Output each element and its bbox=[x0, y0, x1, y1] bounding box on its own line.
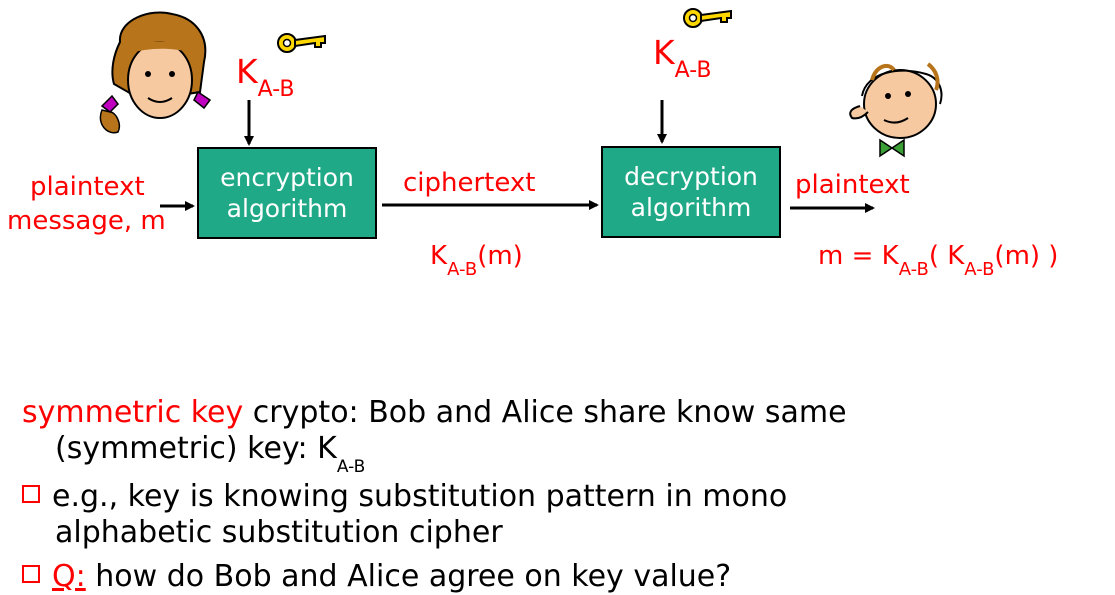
dec-box-line2: algorithm bbox=[630, 193, 752, 222]
enc-key-label: KA-B bbox=[236, 52, 295, 102]
plaintext-label: plaintext bbox=[30, 172, 145, 202]
dec-box-line1: decryption bbox=[624, 162, 758, 191]
message-label: message, m bbox=[7, 206, 166, 236]
bullet-item-2: Q: how do Bob and Alice agree on key val… bbox=[22, 559, 847, 595]
plaintext-output-label: plaintext bbox=[795, 170, 910, 200]
enc-box-line1: encryption bbox=[220, 163, 354, 192]
bullet-box-icon bbox=[22, 485, 40, 503]
plaintext-formula: m = KA-B( KA-B(m) ) bbox=[818, 241, 1059, 280]
dec-key-label: KA-B bbox=[653, 33, 712, 83]
key-icon bbox=[277, 33, 326, 53]
bullet-box-icon bbox=[22, 565, 40, 583]
enc-box-line2: algorithm bbox=[226, 194, 348, 223]
key-icon bbox=[683, 8, 732, 28]
encryption-algorithm-box: encryption algorithm bbox=[197, 147, 377, 239]
alice-avatar-icon bbox=[99, 11, 212, 134]
intro-line-2: (symmetric) key: KA-B bbox=[55, 431, 366, 477]
ciphertext-label: ciphertext bbox=[403, 168, 536, 198]
intro-line: symmetric key crypto: Bob and Alice shar… bbox=[22, 395, 847, 430]
bullet-item-1: e.g., key is knowing substitution patter… bbox=[22, 479, 847, 515]
decryption-algorithm-box: decryption algorithm bbox=[601, 146, 781, 238]
bob-avatar-icon bbox=[849, 62, 943, 158]
ciphertext-formula: KA-B(m) bbox=[430, 241, 523, 280]
bullet-item-1-cont: alphabetic substitution cipher bbox=[55, 515, 503, 550]
explanation-text: symmetric key crypto: Bob and Alice shar… bbox=[22, 395, 847, 595]
